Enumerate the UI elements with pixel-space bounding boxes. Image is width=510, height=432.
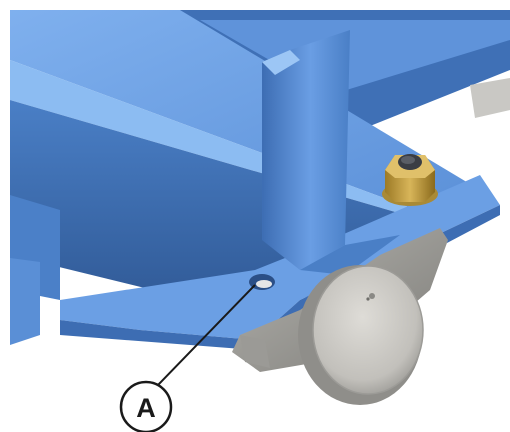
gusset-plate bbox=[262, 30, 400, 275]
callout-leader-line bbox=[157, 284, 256, 386]
callout-a-label: A bbox=[136, 393, 156, 423]
wheel-axle-icon bbox=[366, 293, 375, 301]
mounting-hole bbox=[249, 274, 275, 290]
caster-wheel bbox=[298, 265, 424, 405]
callout-a: A bbox=[119, 380, 173, 432]
nut-and-bolt bbox=[382, 154, 438, 206]
